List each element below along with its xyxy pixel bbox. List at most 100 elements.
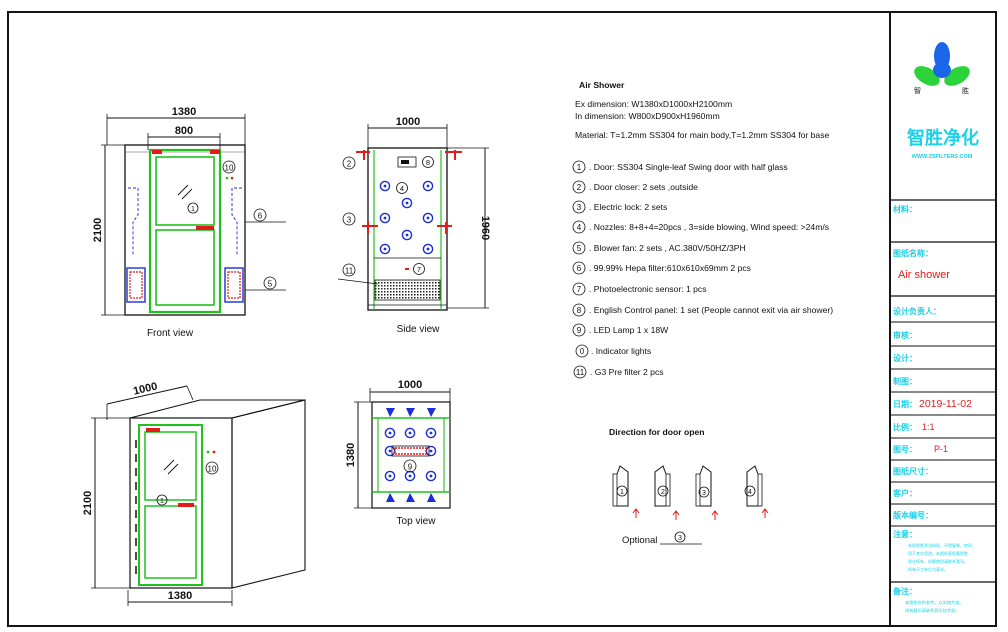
svg-text:1: 1 (620, 489, 624, 496)
front-callout-1: 1 (191, 206, 195, 213)
spec-title: Air Shower (579, 80, 625, 90)
logo-right-char: 胜 (962, 86, 969, 95)
svg-text:0: 0 (580, 347, 585, 356)
spec-item-10: 0 . Indicator lights (575, 344, 651, 358)
tb-scale: 1:1 (922, 422, 935, 432)
front-height-dim: 2100 (92, 218, 104, 242)
svg-text:. Photoelectronic sensor: 1 pc: . Photoelectronic sensor: 1 pcs (589, 284, 707, 294)
tb-drawing-name: Air shower (898, 269, 950, 281)
side-depth-dim: 1000 (396, 116, 420, 128)
tb-drawing-name-label: 图纸名称： (893, 248, 933, 258)
front-callout-10: 10 (225, 164, 234, 173)
svg-text:所有尺寸单位为毫米。: 所有尺寸单位为毫米。 (908, 566, 948, 572)
iso-depth-dim: 1000 (132, 380, 159, 397)
door-direction-title: Direction for door open (609, 427, 704, 437)
tb-note-text: 未经智胜净化授权，不得复制、转印、 用于其它用途。本图纸版权属智胜 净化所有，如… (908, 542, 976, 572)
spec-item-3: 3 . Electric lock: 2 sets (572, 200, 667, 214)
door-direction-block: Direction for door open 1 2 3 (609, 427, 769, 546)
optional-num: 3 (678, 535, 682, 542)
door-diagram-3: 3 (695, 465, 719, 520)
top-depth-dim: 1000 (398, 379, 422, 391)
svg-text:3: 3 (577, 203, 582, 212)
door-diagram-2: 2 (654, 465, 680, 520)
tb-date-label: 日期： (893, 399, 917, 409)
door-diagram-4: 4 (744, 465, 769, 518)
title-block: 智 胜 智胜净化 WWW.ZSFILTERS.COM 材料： 图纸名称： Air… (889, 11, 997, 627)
front-callout-5: 5 (268, 280, 273, 289)
iso-height-dim: 2100 (82, 491, 94, 515)
spec-item-8: 8 . English Control panel: 1 set (People… (572, 303, 833, 317)
svg-text:. Indicator lights: . Indicator lights (591, 346, 651, 356)
svg-text:4: 4 (748, 489, 752, 496)
tb-date: 2019-11-02 (919, 398, 972, 410)
iso-callout-10: 10 (208, 465, 217, 474)
front-view-label: Front view (147, 328, 194, 339)
svg-text:. Door: SS304 Single-leaf Swi: . Door: SS304 Single-leaf Swing door wit… (589, 162, 788, 172)
tb-note-label: 注意： (893, 529, 917, 539)
front-width-inner-dim: 800 (175, 125, 193, 137)
svg-text:. G3 Pre filter 2 pcs: . G3 Pre filter 2 pcs (590, 367, 664, 377)
top-view-label: Top view (397, 516, 437, 527)
side-callout-8: 8 (426, 158, 430, 167)
svg-text:. Blower fan: 2 sets , AC.: . Blower fan: 2 sets , AC.380V/50HZ/3PH (589, 243, 746, 253)
spec-item-11: 11 . G3 Pre filter 2 pcs (573, 365, 664, 379)
svg-text:4: 4 (577, 223, 582, 232)
top-view: 1000 1380 9 Top view (345, 379, 451, 527)
svg-text:. 99.99% Hepa filter:610x610x: . 99.99% Hepa filter:610x610x69mm 2 pcs (589, 263, 751, 273)
top-callout-9: 9 (408, 463, 413, 472)
spec-in-dimension: In dimension: W800xD900xH1960mm (575, 111, 720, 121)
svg-text:7: 7 (577, 285, 582, 294)
spec-item-4: 4 . Nozzles: 8+8+4=20pcs , 3=side blowin… (572, 220, 829, 234)
spec-item-2: 2 . Door closer: 2 sets ,outside (572, 180, 698, 194)
svg-text:. Door closer: 2 sets ,outsid: . Door closer: 2 sets ,outside (589, 182, 698, 192)
svg-text:未经智胜净化授权，不得复制、转印、: 未经智胜净化授权，不得复制、转印、 (908, 542, 976, 548)
top-width-dim: 1380 (345, 443, 357, 467)
tb-remark-label: 备注： (892, 586, 917, 596)
side-callout-7: 7 (417, 265, 421, 274)
spec-item-5: 5 . Blower fan: 2 sets , AC.380V/50HZ/3P… (572, 241, 746, 255)
tb-drawing-no: P-1 (934, 444, 948, 454)
company-url: WWW.ZSFILTERS.COM (912, 154, 973, 160)
spec-ex-dimension: Ex dimension: W1380xD1000xH2100mm (575, 99, 732, 109)
tb-contract-label: 版本编号： (892, 510, 933, 520)
svg-text:2: 2 (577, 183, 582, 192)
tb-reviewer-label: 审核： (893, 330, 917, 340)
tb-scale-label: 比例： (893, 422, 917, 432)
svg-text:用于其它用途。本图纸版权属智胜: 用于其它用途。本图纸版权属智胜 (908, 550, 968, 556)
svg-text:净化所有，如需使用请联系我司。: 净化所有，如需使用请联系我司。 (908, 558, 968, 564)
svg-text:9: 9 (577, 326, 582, 335)
svg-text:. English Control panel: 1 se: . English Control panel: 1 set (People c… (589, 305, 833, 315)
tb-drawing-no-label: 图号： (893, 445, 917, 454)
spec-item-6: 6 . 99.99% Hepa filter:610x610x69mm 2 pc… (572, 261, 751, 275)
tb-customer-label: 客户： (892, 488, 917, 498)
front-width-outer-dim: 1380 (172, 106, 196, 118)
spec-item-7: 7 . Photoelectronic sensor: 1 pcs (572, 282, 707, 296)
spec-material: Material: T=1.2mm SS304 for main body,T=… (575, 130, 829, 140)
side-callout-4: 4 (400, 184, 404, 193)
svg-text:8: 8 (577, 306, 582, 315)
tb-size-label: 图纸尺寸： (893, 466, 933, 476)
svg-text:3: 3 (702, 490, 706, 497)
logo-left-char: 智 (914, 86, 921, 95)
svg-text:6: 6 (577, 264, 582, 273)
svg-text:. Electric lock: 2 sets: . Electric lock: 2 sets (589, 202, 667, 212)
iso-callout-1: 1 (160, 498, 164, 505)
front-view: 1380 800 2100 10 (92, 106, 286, 339)
svg-text:如有疑问请联系我司技术部。: 如有疑问请联系我司技术部。 (905, 607, 959, 614)
side-view-label: Side view (397, 324, 441, 335)
tb-design-label: 设计： (893, 353, 917, 363)
svg-text:5: 5 (577, 244, 582, 253)
svg-text:1: 1 (577, 163, 582, 172)
svg-text:. LED Lamp 1 x 18W: . LED Lamp 1 x 18W (589, 325, 669, 335)
optional-label: Optional (622, 535, 657, 546)
tb-material-label: 材料： (893, 204, 917, 214)
svg-text:. Nozzles: 8+8+4=20pcs , 3=s: . Nozzles: 8+8+4=20pcs , 3=side blowing,… (589, 222, 829, 232)
svg-text:本图纸仅供参考，以实物为准。: 本图纸仅供参考，以实物为准。 (905, 599, 964, 606)
company-name: 智胜净化 (907, 127, 979, 149)
tb-drafter-label: 制图： (893, 376, 917, 386)
iso-width-dim: 1380 (168, 590, 192, 602)
company-logo: 智 胜 (914, 42, 970, 95)
side-callout-2: 2 (347, 160, 352, 169)
